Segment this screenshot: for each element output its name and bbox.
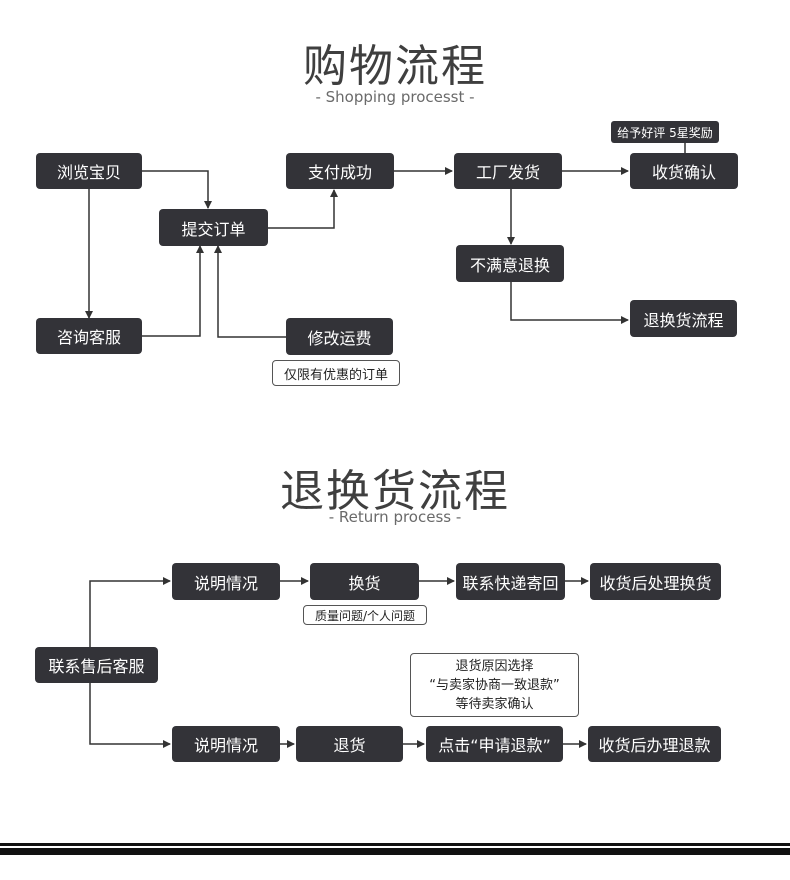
arrow-contact-explain1 — [89, 577, 171, 647]
node-click-apply-refund: 点击“申请退款” — [426, 726, 563, 762]
node-unhappy: 不满意退换 — [456, 245, 564, 282]
arrow-consult-submit — [142, 245, 204, 337]
node-consult: 咨询客服 — [36, 318, 142, 354]
note-review-reward: 给予好评 5星奖励 — [611, 121, 719, 143]
arrow-submit-pay — [268, 189, 338, 229]
note-refund-reason-line2: “与卖家协商一致退款” — [429, 677, 560, 693]
footer-divider-top — [0, 843, 790, 846]
node-confirm: 收货确认 — [630, 153, 738, 189]
node-submit: 提交订单 — [159, 209, 268, 246]
node-return-flow: 退换货流程 — [630, 300, 737, 337]
arrow-contact-explain2 — [89, 683, 171, 748]
note-quality: 质量问题/个人问题 — [303, 605, 427, 625]
node-exchange: 换货 — [310, 563, 419, 600]
node-explain-exchange: 说明情况 — [172, 563, 280, 600]
note-discount-only: 仅限有优惠的订单 — [272, 360, 400, 386]
node-refund: 退货 — [296, 726, 403, 762]
shopping-title: 购物流程 — [303, 41, 487, 92]
node-modify: 修改运费 — [286, 318, 393, 355]
note-refund-reason: 退货原因选择 “与卖家协商一致退款” 等待卖家确认 — [410, 653, 579, 717]
arrow-unhappy-returnflow — [510, 282, 629, 324]
note-refund-reason-line1: 退货原因选择 — [455, 658, 534, 674]
returns-subtitle: - Return process - — [328, 508, 462, 526]
node-pay: 支付成功 — [286, 153, 394, 189]
shopping-subtitle: - Shopping processt - — [315, 88, 475, 106]
arrow-modify-submit — [214, 245, 286, 338]
node-express-return: 联系快递寄回 — [456, 563, 565, 600]
note-refund-reason-line3: 等待卖家确认 — [455, 696, 534, 712]
node-after-exchange: 收货后处理换货 — [590, 563, 721, 600]
footer-divider-bottom — [0, 848, 790, 855]
arrow-browse-submit — [142, 170, 212, 209]
node-after-refund: 收货后办理退款 — [588, 726, 721, 762]
returns-title: 退换货流程 — [280, 466, 510, 517]
node-ship: 工厂发货 — [454, 153, 562, 189]
node-browse: 浏览宝贝 — [36, 153, 142, 189]
node-explain-refund: 说明情况 — [172, 726, 280, 762]
node-contact-service: 联系售后客服 — [35, 647, 158, 683]
